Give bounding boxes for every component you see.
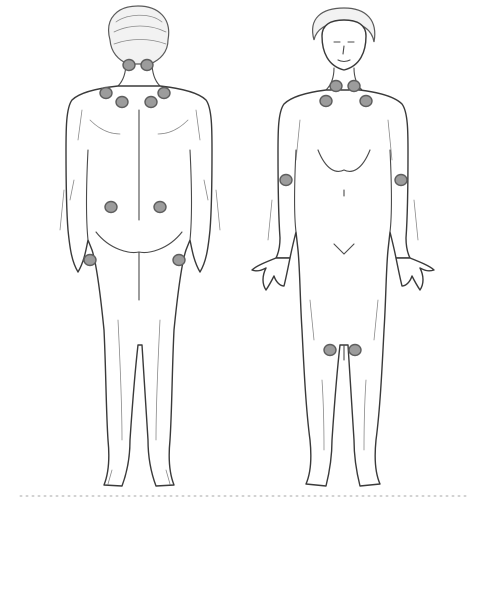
- tender-point-supraspinatus-right: [145, 97, 157, 108]
- front-head: [322, 20, 366, 70]
- tender-point-trapezius-right: [158, 88, 170, 99]
- front-torso: [276, 90, 410, 486]
- tender-point-cervical-left: [330, 81, 342, 92]
- tender-point-knee-left: [324, 345, 336, 356]
- back-head: [109, 6, 169, 64]
- right-hand: [396, 258, 434, 290]
- tender-point-trapezius-left: [100, 88, 112, 99]
- tender-point-trochanter-left: [84, 255, 96, 266]
- tender-point-cervical-right: [348, 81, 360, 92]
- tender-point-gluteal-left: [105, 202, 117, 213]
- tender-point-occiput-left: [123, 60, 135, 71]
- tender-point-elbow-left: [280, 175, 292, 186]
- left-hand: [252, 258, 290, 290]
- front-view-figure: [252, 8, 434, 486]
- tender-point-gluteal-right: [154, 202, 166, 213]
- tender-point-trochanter-right: [173, 255, 185, 266]
- tender-point-knee-right: [349, 345, 361, 356]
- back-view-figure: [66, 6, 212, 486]
- tender-point-supraspinatus-left: [116, 97, 128, 108]
- tender-point-second-rib-left: [320, 96, 332, 107]
- tender-point-elbow-right: [395, 175, 407, 186]
- tender-point-second-rib-right: [360, 96, 372, 107]
- tender-point-occiput-right: [141, 60, 153, 71]
